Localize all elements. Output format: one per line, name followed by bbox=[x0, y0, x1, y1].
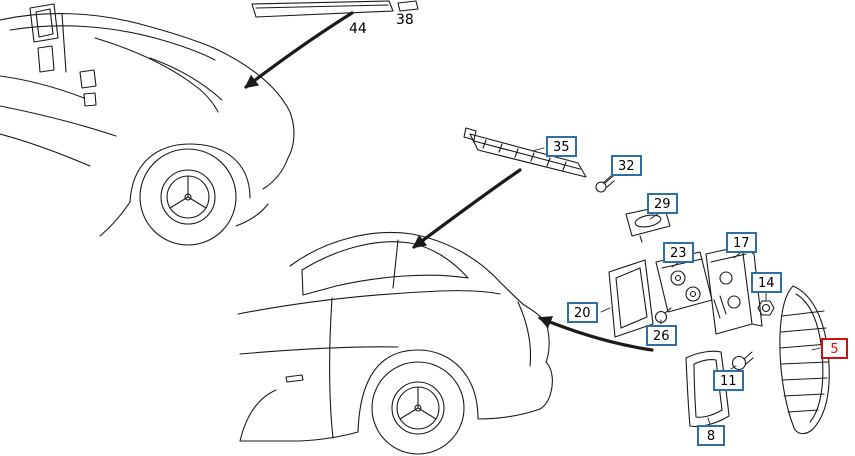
seal-20 bbox=[608, 259, 654, 338]
mercedes-star-hubcap bbox=[166, 175, 210, 219]
callout-8[interactable]: 8 bbox=[697, 425, 725, 446]
callout-29[interactable]: 29 bbox=[647, 193, 678, 214]
bulb-26 bbox=[654, 307, 672, 324]
callout-35[interactable]: 35 bbox=[546, 136, 577, 157]
lamp-strip-35 bbox=[463, 127, 587, 178]
callout-5-selected[interactable]: 5 bbox=[821, 338, 848, 359]
callout-20[interactable]: 20 bbox=[567, 302, 598, 323]
callout-32[interactable]: 32 bbox=[611, 155, 642, 176]
callout-11[interactable]: 11 bbox=[713, 370, 744, 391]
door-handle bbox=[285, 374, 304, 383]
callout-26[interactable]: 26 bbox=[646, 325, 677, 346]
arrow-parts-to-trunk bbox=[538, 316, 654, 352]
strip-end-cap bbox=[397, 0, 419, 12]
callout-14[interactable]: 14 bbox=[751, 272, 782, 293]
nut-14 bbox=[757, 300, 775, 316]
leader-lines bbox=[531, 147, 821, 425]
callout-17[interactable]: 17 bbox=[726, 232, 757, 253]
arrow-strip-to-rear-shelf bbox=[244, 11, 354, 89]
callout-44: 44 bbox=[349, 21, 367, 37]
arrow-strip35-to-roof bbox=[412, 168, 522, 249]
third-brake-lamp-strip bbox=[251, 0, 419, 18]
car-rear-body-drawing bbox=[0, 3, 295, 246]
mercedes-star-hubcap bbox=[396, 386, 440, 430]
callout-38: 38 bbox=[396, 12, 414, 28]
locator-arrows bbox=[244, 11, 654, 352]
tail-lamp-lens-5 bbox=[779, 285, 830, 435]
callout-23[interactable]: 23 bbox=[663, 242, 694, 263]
bulb-32 bbox=[595, 175, 615, 193]
seal-8 bbox=[685, 350, 730, 428]
bulb-11 bbox=[731, 351, 754, 371]
car-coupe-side-drawing bbox=[237, 231, 553, 455]
